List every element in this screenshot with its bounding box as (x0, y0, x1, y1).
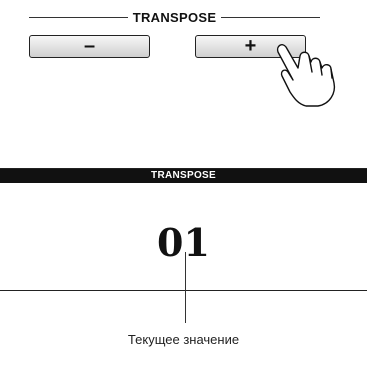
title-line-right (221, 16, 321, 18)
lcd-header: TRANSPOSE (0, 169, 367, 183)
transpose-minus-button[interactable]: – (29, 35, 150, 58)
transpose-title-label: TRANSPOSE (132, 9, 217, 25)
callout-line (185, 252, 186, 323)
lcd-display: TRANSPOSE 01 (0, 168, 367, 291)
transpose-value: 01 (157, 220, 210, 265)
current-value-caption: Текущее значение (127, 332, 240, 347)
title-line-left (29, 16, 128, 18)
pointing-hand-icon (276, 44, 336, 107)
transpose-group-title: TRANSPOSE (29, 9, 321, 25)
